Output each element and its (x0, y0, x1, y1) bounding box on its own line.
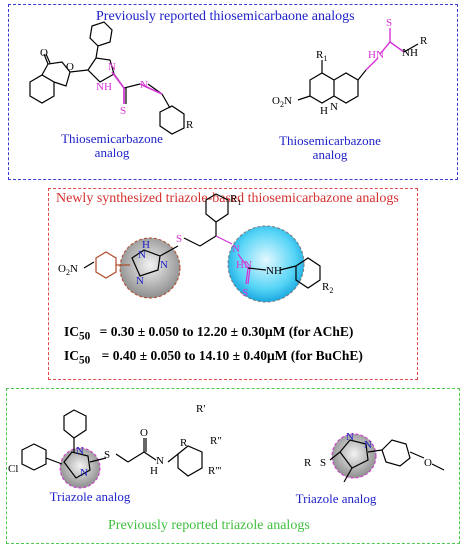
benzylidene-ring (159, 105, 185, 135)
left-triazole-highlight (59, 447, 101, 489)
quinoline-hn-label: HN (368, 49, 384, 61)
previous-triazole-panel (6, 388, 460, 544)
left-r-label: R (186, 119, 194, 131)
right-s-label: S (320, 457, 326, 469)
hydrazine-hn-label: HN (236, 259, 252, 271)
left-thiosemicarbazone-structure (29, 21, 185, 135)
carbonyl-oxygen-label: O (40, 47, 48, 59)
triazole-h-label: H (142, 239, 150, 251)
imine-n-label: N (140, 79, 148, 91)
new-triazole-panel (48, 188, 418, 380)
left-thiosemicarbazone-caption: Thiosemicarbazone analog (61, 131, 163, 160)
left-triazole-structure (21, 409, 203, 479)
right-r-label: R (304, 457, 312, 469)
phenyl-ring (89, 21, 113, 47)
bottom-rdoubleprime-label: R" (210, 435, 222, 447)
bottom-triazole-n1-label: N (76, 445, 84, 457)
n-aryl-ring (295, 257, 321, 289)
right-triazole-caption: Triazole analog (295, 491, 377, 506)
ring-oxygen-label: O (66, 61, 74, 73)
imine-n-label-2: N (232, 243, 240, 255)
chloro-label: Cl (8, 463, 18, 475)
pyrazoline-ring (87, 57, 115, 83)
nitrophenyl-ring (95, 251, 117, 279)
bottom-triazole-n2-label: N (80, 467, 88, 479)
previous-thiosemicarbazone-panel (8, 4, 458, 180)
bottom-rprime-label: R' (196, 403, 205, 415)
methoxyphenyl-ring (381, 439, 411, 467)
amide-n-label: N (156, 455, 164, 467)
thione-s-label: S (242, 287, 248, 299)
triazole-ring (131, 249, 161, 277)
middle-panel-title: Newly synthesized triazole-based thiosem… (56, 191, 399, 206)
ic50-ache-line: IC50 = 0.30 ± 0.050 to 12.20 ± 0.30μM (f… (64, 324, 354, 343)
triazole-n3-label: N (136, 275, 144, 287)
right-thione-s-label: S (386, 17, 392, 29)
right-triazole-structure (329, 439, 445, 483)
left-thione-s-label: S (120, 105, 126, 117)
bottom-r-label: R (180, 437, 188, 449)
r1-phenyl-ring (205, 193, 229, 223)
right-triazole-n1-label: N (346, 431, 354, 443)
right-triazole-n2-label: N (364, 439, 372, 451)
bottom-panel-title: Previously reported triazole analogs (108, 518, 310, 533)
middle-r1-label: R1 (230, 193, 241, 207)
amide-nh-label: NH (266, 265, 282, 277)
bottom-thioether-s-label: S (104, 449, 110, 461)
triazole-n2-label: N (160, 259, 168, 271)
quinoline-nitro-label: O2N (272, 95, 292, 109)
anilide-ring (177, 445, 203, 477)
right-triazole-highlight (331, 433, 377, 479)
benzo-ring (29, 74, 55, 104)
amide-h-label: H (150, 465, 158, 477)
triazole-thiosemicarbazone-structure (83, 193, 321, 289)
pyrazoline-n-label: N (108, 61, 116, 73)
ic50-buche-line: IC50 = 0.40 ± 0.050 to 14.10 ± 0.40μM (f… (64, 348, 363, 367)
chlorophenyl-ring (21, 443, 47, 471)
quinoline-h-label: H (320, 105, 328, 117)
left-triazole-caption: Triazole analog (49, 489, 131, 504)
quinoline-benzo-ring (309, 72, 335, 104)
right-thiosemicarbazone-highlight (365, 28, 405, 71)
pyrazoline-nh-label: NH (96, 81, 112, 93)
quinoline-n-label: N (330, 101, 338, 113)
quinoline-r-label: R (420, 35, 428, 47)
thiosemicarbazone-cyan-highlight (227, 225, 305, 303)
n-phenyl-ring (63, 409, 87, 439)
thioether-s-label: S (176, 233, 182, 245)
right-thiosemicarbazone-structure (297, 60, 367, 104)
right-thiosemicarbazone-caption: Thiosemicarbazone analog (279, 133, 381, 162)
triazole-grey-highlight (119, 237, 181, 299)
quinoline-r1-label: R1 (316, 49, 327, 63)
middle-r2-label: R2 (322, 281, 333, 295)
bottom-rtripleprime-label: R''' (208, 465, 221, 477)
triazole-n1-label: N (138, 249, 146, 261)
methoxy-oxygen-label: O (424, 457, 432, 469)
nitro-group-label: O2N (58, 263, 78, 277)
amide-oxygen-label: O (140, 427, 148, 439)
bottom-triazole-ring (63, 451, 91, 479)
top-panel-title: Previously reported thiosemicarbaone ana… (96, 9, 355, 24)
right-triazole-ring (339, 439, 369, 469)
left-thiosemicarbazone-highlight (111, 71, 163, 104)
quinoline-nh-label: NH (402, 47, 418, 59)
